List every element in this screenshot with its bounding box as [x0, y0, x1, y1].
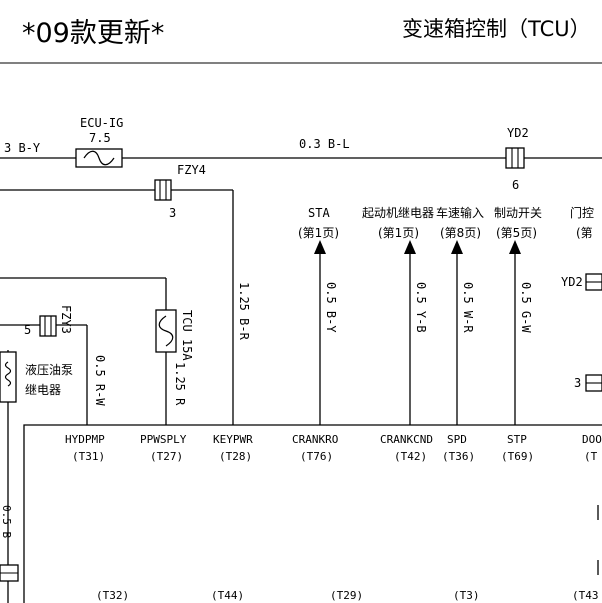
label-yd2: YD2: [507, 126, 529, 140]
label-0-5-g-w: 0.5 G-W: [519, 282, 533, 333]
ref-spd-name: 车速输入: [436, 205, 484, 220]
pin-stp-code: (T69): [501, 450, 534, 463]
header-right-title: 变速箱控制（TCU）: [402, 17, 591, 41]
connector-fzy3: [39, 315, 57, 337]
ref-door-page: (第: [576, 226, 593, 240]
arrow-crankcnd: [404, 240, 416, 254]
label-pin-3-right: 3: [574, 376, 581, 390]
ref-crank-name: 起动机继电器: [362, 206, 434, 220]
bottom-code-t32: (T32): [96, 589, 129, 602]
label-left-edge: 0.5 B: [0, 505, 13, 538]
label-0-3-b-l: 0.3 B-L: [299, 137, 350, 151]
ref-crank-page: (第1页): [378, 226, 419, 240]
label-0-5-r-w: 0.5 R-W: [93, 355, 107, 406]
label-3-b-y: 3 B-Y: [4, 141, 41, 155]
pin-crankro-name: CRANKRO: [292, 433, 338, 446]
arrow-stp: [509, 240, 521, 254]
ref-sta-page: (第1页): [298, 226, 339, 240]
pin-door-code: (T: [584, 450, 598, 463]
bottom-code-t43: (T43: [572, 589, 599, 602]
tcu-box-outline: [23, 424, 602, 603]
ref-stp-name: 制动开关: [494, 206, 542, 220]
fuse-ecu-ig-icon: [83, 150, 115, 166]
pin-spd-code: (T36): [442, 450, 475, 463]
bottom-code-t29: (T29): [330, 589, 363, 602]
ref-door-name: 门控: [570, 205, 594, 220]
pin-stp-name: STP: [507, 433, 527, 446]
pin-door-name: DOO: [582, 433, 602, 446]
label-0-5-y-b: 0.5 Y-B: [414, 282, 428, 333]
relay-label-line2: 继电器: [25, 383, 61, 397]
label-fzy3: FZY3: [59, 305, 73, 334]
label-fzy3-pin: 5: [24, 323, 31, 337]
pin-keypwr-name: KEYPWR: [213, 433, 253, 446]
fuse-tcu-icon: [158, 315, 174, 347]
ref-sta-name: STA: [308, 206, 330, 220]
label-tcu-15a: TCU 15A: [180, 310, 194, 361]
ref-stp-page: (第5页): [496, 226, 537, 240]
label-7-5: 7.5: [89, 131, 111, 145]
pin-crankcnd-code: (T42): [394, 450, 427, 463]
label-fzy4-pin: 3: [169, 206, 176, 220]
label-yd2-pin-6: 6: [512, 178, 519, 192]
arrow-sta: [314, 240, 326, 254]
label-yd2-right: YD2: [561, 275, 583, 289]
arrow-spd: [451, 240, 463, 254]
label-fzy4: FZY4: [177, 163, 206, 177]
pin-ppwsply-name: PPWSPLY: [140, 433, 187, 446]
bottom-code-t44: (T44): [211, 589, 244, 602]
pin-ppwsply-code: (T27): [150, 450, 183, 463]
bottom-code-t3: (T3): [453, 589, 480, 602]
pin-crankcnd-name: CRANKCND: [380, 433, 433, 446]
header-left-title: *09款更新*: [22, 18, 164, 49]
ref-spd-page: (第8页): [440, 226, 481, 240]
pin-hydpmp-code: (T31): [72, 450, 105, 463]
label-1-25-r: 1.25 R: [173, 362, 187, 406]
pin-hydpmp-name: HYDPMP: [65, 433, 105, 446]
label-1-25-b-r: 1.25 B-R: [237, 282, 251, 341]
relay-label-line1: 液压油泵: [25, 362, 73, 377]
pin-crankro-code: (T76): [300, 450, 333, 463]
label-ecu-ig: ECU-IG: [80, 116, 123, 130]
label-0-5-w-r: 0.5 W-R: [461, 282, 475, 333]
label-0-5-b-y: 0.5 B-Y: [324, 282, 338, 333]
connector-yd2: [505, 147, 525, 169]
relay-coil-icon: [4, 361, 12, 387]
relay-coil-box: [0, 351, 17, 403]
connector-fzy4: [154, 179, 172, 201]
pin-keypwr-code: (T28): [219, 450, 252, 463]
pin-spd-name: SPD: [447, 433, 467, 446]
